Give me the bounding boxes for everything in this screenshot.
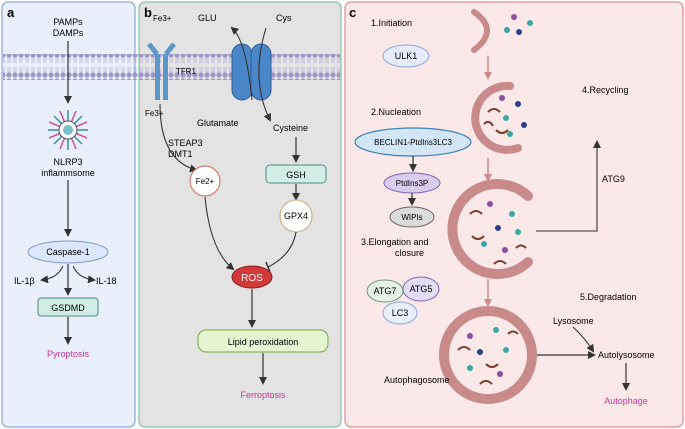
caspase-label: Caspase-1 — [46, 247, 90, 257]
fe3-bottom-label: Fe3+ — [145, 109, 164, 118]
lc3-node — [382, 301, 418, 325]
caspase-node — [27, 240, 109, 264]
wipis-node — [389, 206, 435, 228]
autophagosome-label: Autophagosome — [384, 375, 450, 385]
autophagosome-icon — [439, 306, 537, 404]
cargo-dot — [511, 14, 517, 20]
cystine-import-arrow — [258, 27, 271, 122]
gpx4-inhibition-line — [267, 231, 297, 268]
ros-label: ROS — [241, 273, 263, 284]
lysosome-label: Lysosome — [553, 316, 594, 326]
cargo-dot — [527, 20, 533, 26]
cysteine-label: Cysteine — [273, 123, 308, 133]
elongation-label-line2: closure — [395, 248, 424, 258]
il18-label: IL-18 — [96, 276, 117, 286]
autophagosome-cargo — [457, 327, 519, 385]
fe2-label: Fe2+ — [196, 177, 215, 186]
gpx4-inhibition-bar — [265, 261, 271, 273]
ulk1-label: ULK1 — [395, 51, 418, 61]
recycling-arrow — [536, 140, 601, 232]
lipid-peroxidation-label: Lipid peroxidation — [228, 337, 299, 347]
ptdins3p-label: PtdIns3P — [396, 179, 428, 188]
nucleation-cargo — [483, 95, 527, 137]
lysosome-fusion-arrow — [572, 326, 595, 353]
gsh-node — [265, 164, 327, 184]
glutamate-export-arrow — [230, 26, 253, 101]
atg5-node — [402, 276, 440, 302]
elongation-cargo — [469, 201, 527, 265]
phagophore-icon — [471, 9, 490, 53]
tfr1-receptor-icon — [147, 42, 176, 100]
nlrp3-inflammasome-icon — [48, 110, 88, 150]
autophage-label: Autophage — [604, 396, 648, 406]
lipid-peroxidation-node — [197, 329, 329, 353]
il1b-arrow — [40, 265, 64, 284]
fe3-top-label: Fe3+ — [153, 14, 172, 23]
wipis-label: WIPIs — [401, 213, 422, 222]
ulk1-node — [382, 44, 430, 68]
beclin-complex-label: BECLIN1-PtdIns3LC3 — [374, 138, 452, 147]
gsdmd-node — [37, 297, 99, 317]
gpx4-label: GPX4 — [284, 211, 308, 221]
nucleation-label: 2.Nucleation — [371, 107, 421, 117]
elongation-label-line1: 3.Elongation and — [361, 237, 429, 247]
cys-label: Cys — [276, 13, 292, 23]
glutamate-label: Glutamate — [197, 118, 239, 128]
damps-label: DAMPs — [53, 28, 84, 38]
steap3-label: STEAP3 — [168, 138, 203, 148]
cystine-glutamate-antiporter-icon — [231, 43, 272, 101]
pyroptosis-label: Pyroptosis — [47, 349, 90, 359]
dmt1-label: DMT1 — [168, 149, 193, 159]
fe3-reduction-arrow — [159, 103, 198, 173]
panel-c-letter: c — [349, 5, 356, 20]
recycling-label: 4.Recycling — [582, 85, 629, 95]
degradation-label: 5.Degradation — [580, 292, 637, 302]
atg9-label: ATG9 — [602, 174, 625, 184]
gsdmd-label: GSDMD — [51, 303, 85, 313]
cell-membrane — [3, 54, 340, 80]
panel-b-background — [138, 1, 342, 428]
cargo-dot — [504, 27, 510, 33]
pamps-label: PAMPs — [53, 17, 83, 27]
autolysosome-label: Autolysosome — [598, 350, 655, 360]
elongation-membrane-icon — [447, 179, 533, 279]
ferroptosis-label: Ferroptosis — [240, 390, 286, 400]
nlrp3-label: NLRP3 — [53, 157, 82, 167]
panel-b-letter: b — [144, 5, 152, 20]
nucleation-membrane-icon — [471, 81, 522, 154]
ros-node — [231, 265, 273, 289]
il1b-label: IL-1β — [14, 276, 35, 286]
initiation-label: 1.Initiation — [371, 18, 412, 28]
panel-a-letter: a — [7, 5, 15, 20]
cargo-dot — [516, 29, 522, 35]
inflammasome-label: inflammsome — [41, 168, 95, 178]
il18-arrow — [72, 265, 96, 284]
fe2-node — [189, 165, 221, 197]
glu-label: GLU — [198, 13, 217, 23]
tfr1-label: TFR1 — [176, 67, 197, 76]
gsh-label: GSH — [286, 170, 306, 180]
atg5-label: ATG5 — [410, 284, 433, 294]
atg7-label: ATG7 — [374, 286, 397, 296]
fe2-to-ros-arrow — [204, 196, 235, 271]
lc3-label: LC3 — [392, 308, 409, 318]
